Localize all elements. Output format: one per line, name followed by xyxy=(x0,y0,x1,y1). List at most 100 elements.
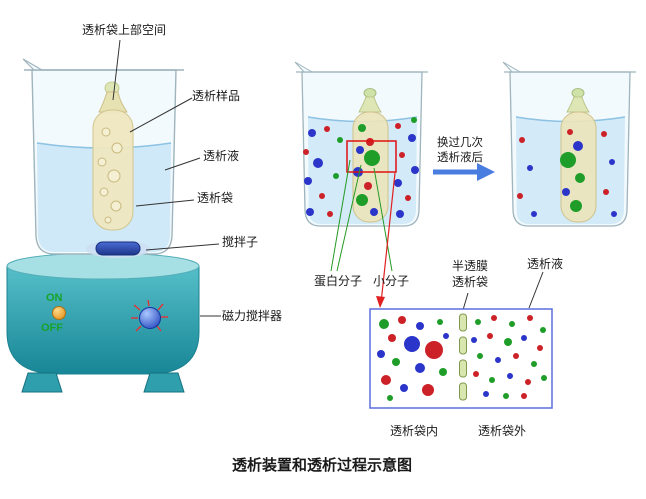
label-stir-bar: 搅拌子 xyxy=(222,234,258,249)
molecule-dot-red xyxy=(537,345,543,351)
molecule-dot-green xyxy=(509,321,515,327)
molecule-dot-red xyxy=(395,123,401,129)
stirrer-foot-left xyxy=(21,372,63,393)
molecule-dot-red xyxy=(521,393,527,399)
molecule-dot-blue xyxy=(377,350,385,358)
zoom-arrow-head-icon xyxy=(376,296,385,308)
bubble-icon xyxy=(97,157,107,167)
label-membrane-line2: 透析袋 xyxy=(452,275,488,289)
molecule-dot-red xyxy=(487,333,493,339)
molecule-dot-green xyxy=(364,150,380,166)
arrow-note-line1: 换过几次 xyxy=(437,135,483,149)
transfer-arrow: 换过几次 透析液后 xyxy=(433,135,495,181)
molecule-dot-green xyxy=(356,194,368,206)
bubble-icon xyxy=(99,187,109,197)
molecule-dot-red xyxy=(567,129,573,135)
molecules-right xyxy=(517,129,617,217)
molecule-dot-green xyxy=(379,319,389,329)
molecule-dot-green xyxy=(503,393,509,399)
molecule-dot-green xyxy=(333,173,339,179)
molecule-dot-blue xyxy=(400,384,408,392)
label-inside-bag: 透析袋内 xyxy=(390,424,438,438)
molecule-dot-red xyxy=(601,131,607,137)
molecule-dot-red xyxy=(364,182,372,190)
molecule-dot-green xyxy=(504,338,512,346)
molecule-dot-red xyxy=(519,137,525,143)
molecule-dot-red xyxy=(527,315,533,321)
label-protein: 蛋白分子 xyxy=(314,273,362,288)
molecule-dot-blue xyxy=(356,146,364,154)
stirrer-body xyxy=(6,265,200,375)
molecule-dot-green xyxy=(575,173,585,183)
bag-neck xyxy=(98,91,128,113)
molecule-dot-green xyxy=(411,117,417,123)
label-top-space: 透析袋上部空间 xyxy=(82,22,166,37)
molecule-dot-red xyxy=(399,152,405,158)
molecule-dot-blue xyxy=(562,188,570,196)
molecule-dot-red xyxy=(422,384,434,396)
molecule-dot-blue xyxy=(507,373,513,379)
label-dialysate-right: 透析液 xyxy=(527,256,563,271)
middle-beaker xyxy=(294,61,428,227)
left-apparatus: ON OFF xyxy=(6,22,282,393)
molecule-dot-blue xyxy=(609,159,615,165)
label-dialysate-left: 透析液 xyxy=(203,148,239,163)
molecule-dot-blue xyxy=(531,211,537,217)
magnetic-stirrer: ON OFF xyxy=(6,252,200,393)
bag-bubbles xyxy=(97,127,123,224)
diagram-caption: 透析装置和透析过程示意图 xyxy=(232,456,412,474)
beaker-middle-spout xyxy=(294,61,313,73)
beaker-right-spout xyxy=(502,61,521,73)
bubble-icon xyxy=(110,200,122,212)
molecule-dot-blue xyxy=(394,179,402,187)
molecule-dot-blue xyxy=(308,129,316,137)
label-sample: 透析样品 xyxy=(192,88,240,103)
label-outside-bag: 透析袋外 xyxy=(478,424,526,438)
molecule-dot-blue xyxy=(527,165,533,171)
membrane-box: 透析袋内 透析袋外 xyxy=(369,308,553,438)
molecule-dot-blue xyxy=(495,357,501,363)
bag-knot-right xyxy=(571,88,585,98)
molecule-dot-green xyxy=(477,353,483,359)
molecule-dot-blue xyxy=(611,211,617,217)
label-bag: 透析袋 xyxy=(197,191,233,205)
molecule-dot-blue xyxy=(573,141,583,151)
molecule-dot-red xyxy=(398,316,406,324)
molecule-dot-red xyxy=(405,195,411,201)
molecule-dot-red xyxy=(381,375,391,385)
bag-neck-middle xyxy=(358,96,382,113)
molecule-dot-green xyxy=(560,152,576,168)
zoom-arrow-line xyxy=(380,172,396,304)
label-stirrer: 磁力搅拌器 xyxy=(222,308,282,323)
molecule-dot-red xyxy=(473,371,479,377)
detail-labels: 蛋白分子 小分子 半透膜 透析袋 透析液 xyxy=(314,256,563,289)
spark-lines xyxy=(131,299,168,332)
molecules-box-inside xyxy=(377,316,449,401)
molecule-dot-red xyxy=(319,193,325,199)
molecule-dot-blue xyxy=(396,210,404,218)
molecule-dot-red xyxy=(517,193,523,199)
molecule-dot-red xyxy=(525,379,531,385)
molecule-dot-green xyxy=(489,377,495,383)
highlight-rect xyxy=(346,140,397,173)
beaker-left-spout xyxy=(22,58,43,71)
molecule-dot-blue xyxy=(443,333,449,339)
speed-knob xyxy=(139,307,161,329)
detail-pointers xyxy=(330,159,544,311)
stirrer-foot-right xyxy=(143,372,185,393)
on-label: ON xyxy=(46,292,63,304)
molecule-dot-blue xyxy=(415,363,425,373)
molecule-dot-red xyxy=(425,341,443,359)
bag-knot-middle xyxy=(363,88,377,98)
molecule-dot-blue xyxy=(411,166,419,174)
left-callouts: 透析袋上部空间 透析样品 透析液 透析袋 搅拌子 磁力搅拌器 xyxy=(82,22,282,323)
molecule-dot-red xyxy=(324,126,330,132)
molecule-dot-blue xyxy=(416,322,424,330)
arrow-note-line2: 透析液后 xyxy=(437,150,483,164)
molecule-dot-red xyxy=(603,189,609,195)
molecule-dot-blue xyxy=(521,335,527,341)
molecule-dot-green xyxy=(337,137,343,143)
molecule-dot-red xyxy=(491,315,497,321)
